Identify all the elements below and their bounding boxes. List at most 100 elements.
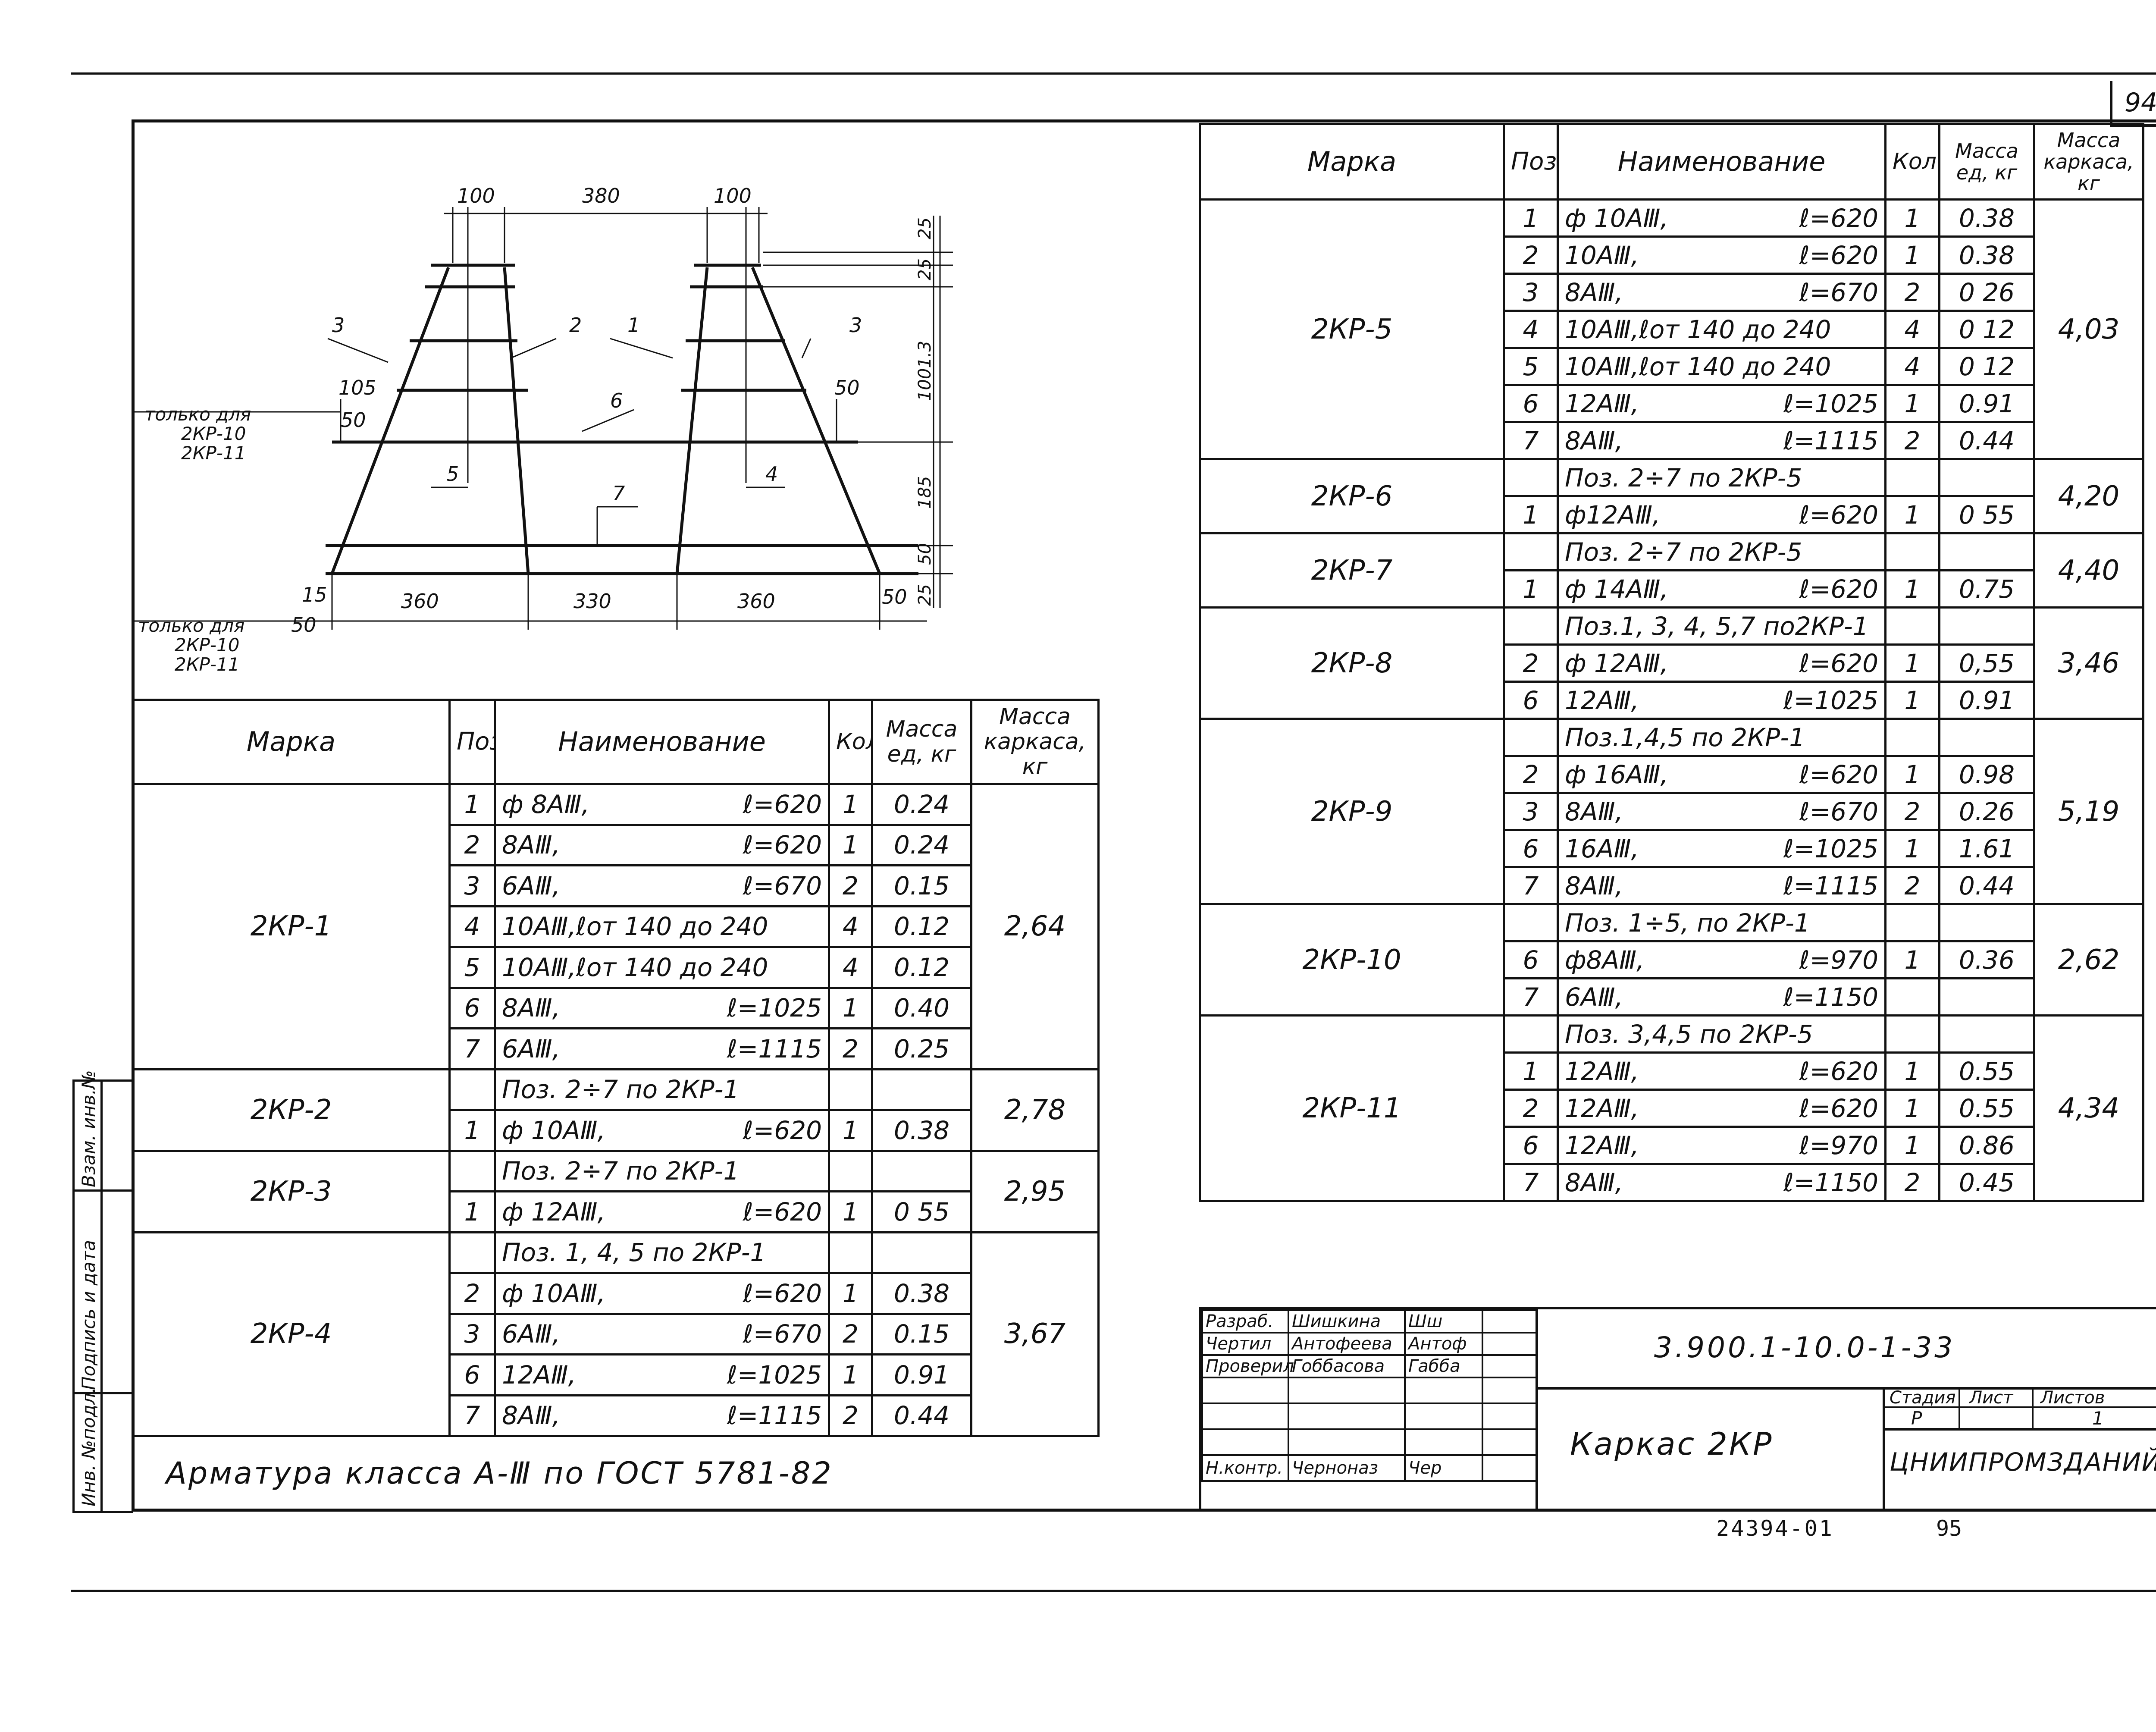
dim-misc-50c: 50 [291,613,317,637]
left-spec-name-wrap: 6АⅢ,ℓ=670 [502,871,822,901]
right-spec-name: 10АⅢ,ℓот 140 до 240 [1565,351,1831,381]
right-spec-mark-cell: 2КР-9 [1199,718,1505,905]
right-spec-length: ℓ=1115 [1783,426,1878,455]
right-spec-mass-ed [1938,606,2035,646]
right-spec-pos: 2 [1503,643,1559,683]
sheet-label: Лист [1969,1388,2013,1408]
left-spec-kol: 1 [828,783,873,826]
right-spec-kol: 1 [1884,384,1940,423]
right-spec-name-cell: Поз. 2÷7 по 2КР-5 [1557,532,1887,571]
dim-misc-50b: 50 [834,376,860,399]
signature-date [1482,1354,1537,1378]
right-spec-kol [1884,1014,1940,1054]
signature-role [1201,1428,1289,1456]
right-spec-mass-total-cell: 3,46 [2033,606,2144,720]
right-spec-mark: 2КР-6 [1311,480,1393,512]
right-spec-pos [1503,903,1559,942]
right-spec-name-wrap: ф 16АⅢ,ℓ=620 [1565,760,1878,789]
right-spec-name: Поз. 3,4,5 по 2КР-5 [1565,1019,1813,1049]
right-spec-name: Поз.1,4,5 по 2КР-1 [1565,722,1805,752]
right-spec-mass-ed: 0.86 [1938,1126,2035,1165]
left-spec-mass-ed: 0.38 [871,1109,972,1152]
left-spec-kol [828,1068,873,1111]
dim-top-2: 380 [582,184,620,207]
pos-label-7: 7 [612,482,625,505]
right-spec-pos: 2 [1503,755,1559,794]
right-spec-pos: 6 [1503,384,1559,423]
left-spec-mass-ed [871,1149,972,1192]
left-spec-name: 8АⅢ, [502,993,561,1023]
left-header-mass-ed-2: ед, кг [887,741,956,767]
signature-row [1201,1428,1537,1456]
left-spec-mark: 2КР-1 [250,910,332,943]
left-spec-name-wrap: Поз. 2÷7 по 2КР-1 [502,1075,822,1104]
signature-mark [1404,1428,1483,1456]
right-spec-name-wrap: 10АⅢ,ℓот 140 до 240 [1565,352,1878,381]
right-spec-length: ℓ=620 [1799,648,1878,678]
right-spec-mark: 2КР-10 [1302,944,1401,976]
left-header-mass-kark-3: кг [1022,754,1048,780]
right-spec-kol: 1 [1884,198,1940,238]
right-spec-name-cell: Поз. 3,4,5 по 2КР-5 [1557,1014,1887,1054]
right-spec-pos: 7 [1503,866,1559,905]
right-spec-mass-ed: 0.91 [1938,681,2035,720]
left-spec-name-wrap: ф 12АⅢ,ℓ=620 [502,1197,822,1227]
right-spec-pos: 1 [1503,198,1559,238]
side-stamp-replace: Взам. инв.№ [78,1070,99,1187]
sheets-value: 1 [2092,1408,2104,1429]
right-spec-mark-cell: 2КР-8 [1199,606,1505,720]
right-spec-mark-cell: 2КР-11 [1199,1014,1505,1202]
right-spec-pos: 1 [1503,1051,1559,1091]
signature-name [1288,1428,1406,1456]
right-spec-mass-ed [1938,977,2035,1017]
left-spec-kol: 2 [828,1312,873,1355]
steel-class-note: Арматура класса А-Ⅲ по ГОСТ 5781-82 [166,1456,833,1491]
right-spec-kol: 1 [1884,643,1940,683]
right-header-marka: Марка [1199,123,1505,201]
left-spec-mark-cell: 2КР-2 [132,1068,451,1152]
right-spec-name: 8АⅢ, [1565,871,1623,901]
signature-role: Проверил [1201,1354,1294,1378]
right-spec-kol: 1 [1884,1051,1940,1091]
left-spec-kol [828,1149,873,1192]
left-spec-name-wrap: ф 10АⅢ,ℓ=620 [502,1116,822,1145]
right-spec-kol [1884,532,1940,571]
right-spec-mass-ed: 0.91 [1938,384,2035,423]
right-spec-name: 8АⅢ, [1565,1167,1623,1197]
right-spec-name-cell: 8АⅢ,ℓ=1115 [1557,421,1887,460]
right-spec-pos: 1 [1503,495,1559,534]
right-spec-name-cell: 12АⅢ,ℓ=1025 [1557,384,1887,423]
signature-role: Чертил [1201,1332,1289,1356]
left-spec-length: ℓ=1025 [727,1360,822,1390]
right-spec-kol: 2 [1884,792,1940,831]
right-spec-pos: 6 [1503,1126,1559,1165]
pos-label-3b: 3 [849,314,862,337]
right-spec-length: ℓ=670 [1799,277,1878,307]
right-spec-mark-cell: 2КР-7 [1199,532,1505,609]
left-spec-name-cell: 6АⅢ,ℓ=670 [494,1312,830,1355]
right-spec-length: ℓ=1025 [1783,685,1878,715]
stage-value: Р [1911,1408,1922,1429]
right-spec-mass-total: 4,40 [2058,554,2120,587]
left-spec-pos [448,1149,496,1192]
left-header-marka: Марка [132,699,451,785]
signature-mark: Чер [1404,1454,1483,1482]
side-stamp-inv: Инв. №подл. [78,1387,99,1506]
page-number: 95 [1936,1516,1962,1541]
right-spec-mass-ed: 0.75 [1938,569,2035,609]
right-spec-name-cell: ф 14АⅢ,ℓ=620 [1557,569,1887,609]
sheets-label: Листов [2040,1388,2105,1408]
right-spec-name-cell: 10АⅢ,ℓот 140 до 240 [1557,310,1887,349]
dim-right-3: 1001.3 [915,341,935,401]
left-spec-mark-cell: 2КР-3 [132,1149,451,1233]
right-spec-pos: 6 [1503,940,1559,979]
right-spec-name-wrap: ф 12АⅢ,ℓ=620 [1565,649,1878,678]
right-spec-kol: 4 [1884,347,1940,386]
